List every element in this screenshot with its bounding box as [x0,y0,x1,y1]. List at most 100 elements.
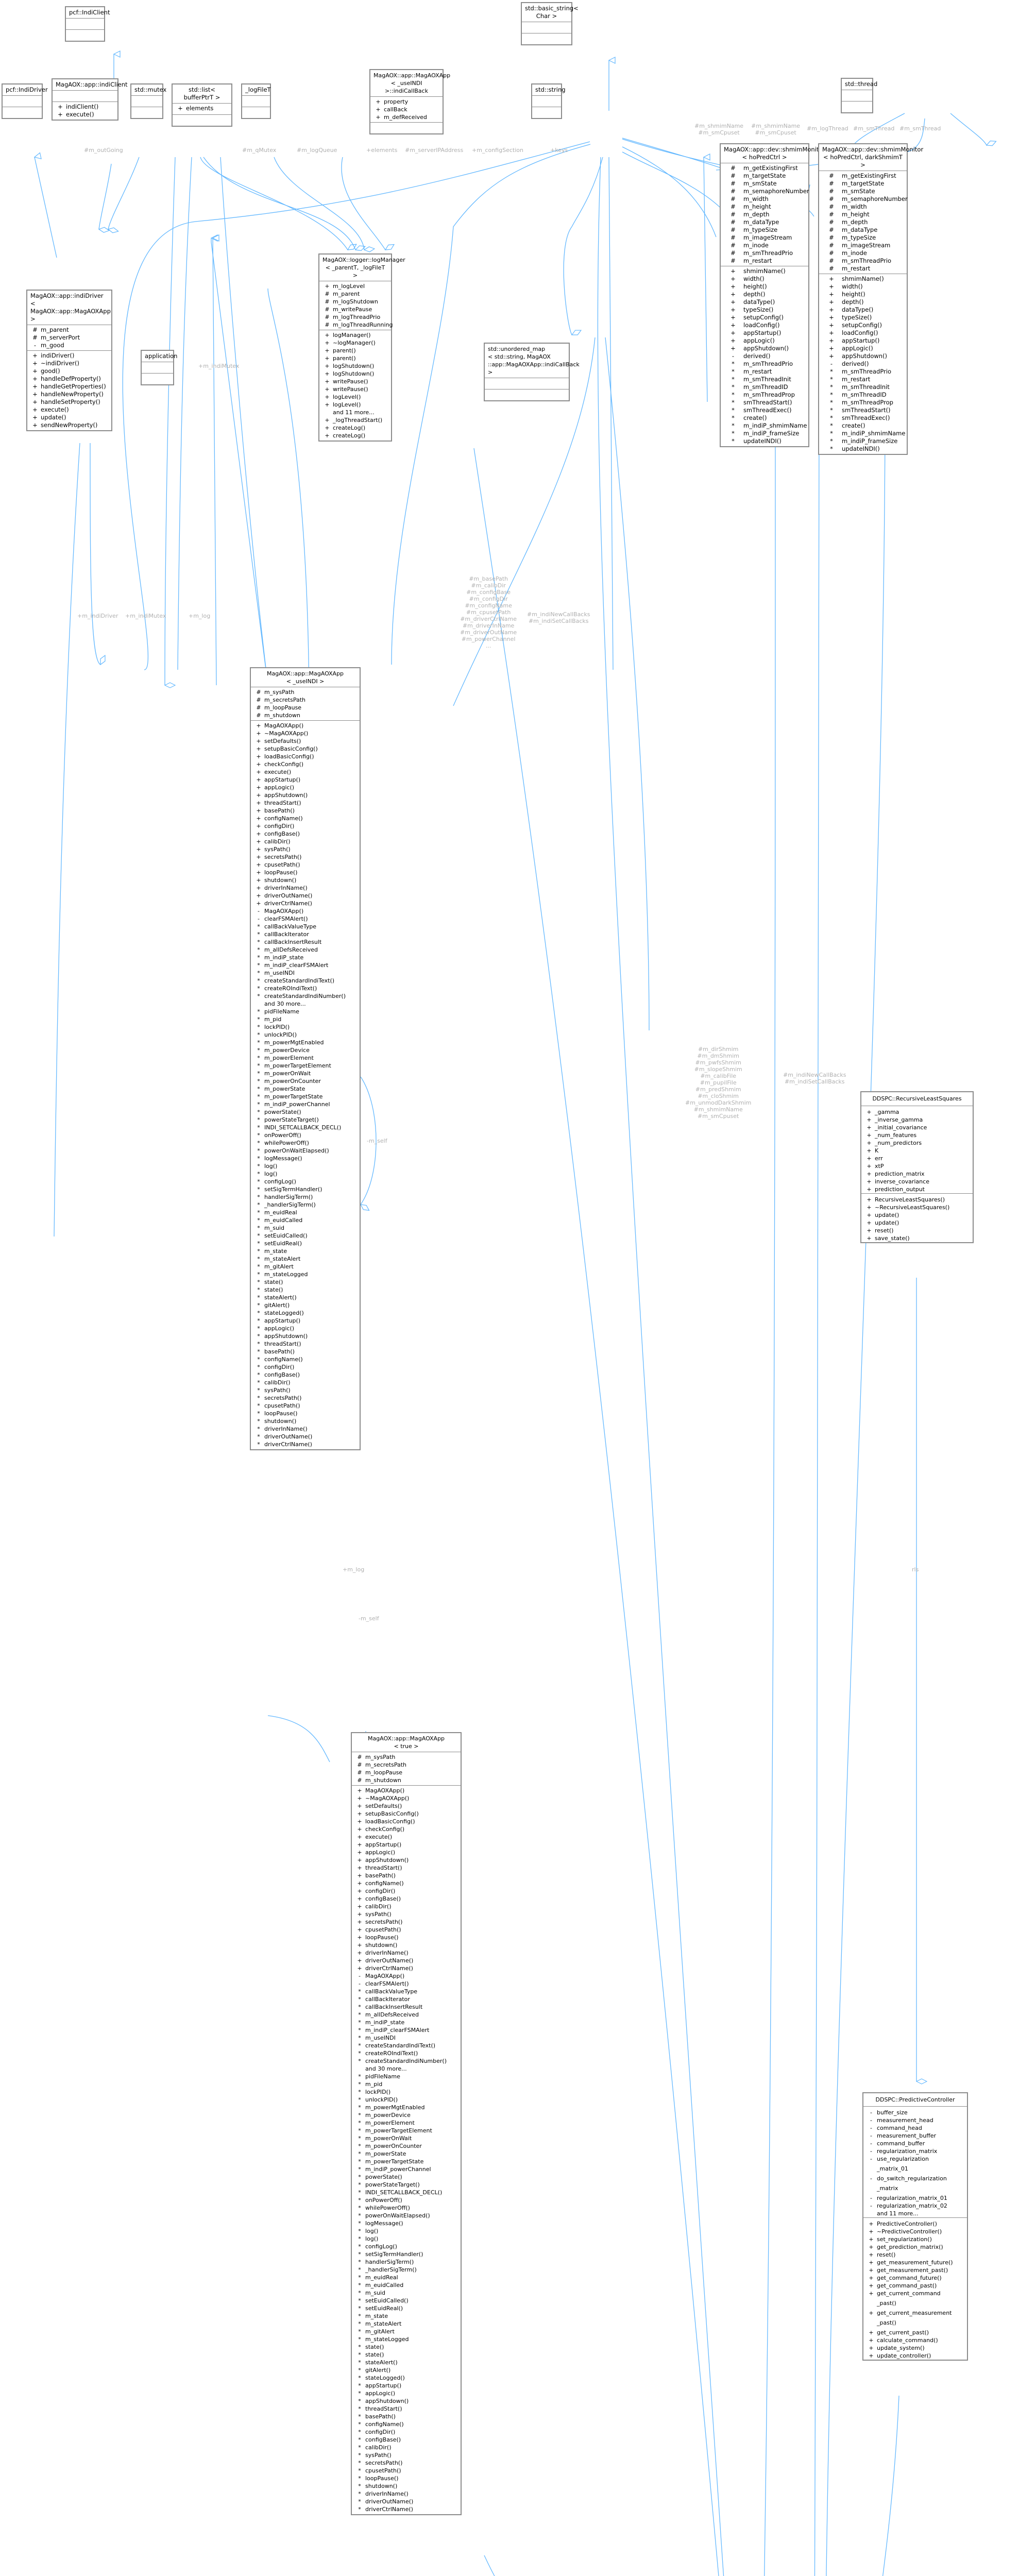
member-name: calibDir() [365,2444,392,2451]
visibility-marker: # [32,326,38,333]
member-name: callBackValueType [365,1988,418,1995]
class-indidriver[interactable]: MagAOX::app::indiDriver < MagAOX::app::M… [26,290,112,431]
member-row: *m_powerOnCounter [352,2142,461,2150]
member-row: *m_stateAlert [352,2320,461,2328]
class-magaoxapp-true[interactable]: MagAOX::app::MagAOXApp < true > #m_sysPa… [351,1732,462,2515]
visibility-marker: * [358,2498,361,2505]
visibility-marker: * [257,1271,260,1278]
member-row: *handlerSigTerm() [251,1193,360,1201]
visibility-marker: * [257,1263,260,1270]
member-row: +_inverse_gamma [861,1115,973,1123]
visibility-marker: - [870,2175,872,2182]
visibility-marker: + [357,1872,362,1879]
member-row: +update_system() [863,2343,967,2351]
class-std-list[interactable]: std::list< bufferPtrT > +elements [172,83,232,127]
visibility-marker: # [829,172,834,179]
member-name: handlerSigTerm() [264,1194,313,1200]
member-row: #m_depth [819,218,907,226]
member-row: *m_euidReal [251,1209,360,1216]
member-name: handleGetProperties() [41,383,106,390]
member-row: *unlockPID() [352,2096,461,2104]
member-row: #m_inode [819,249,907,257]
visibility-marker: * [358,1996,361,2003]
member-row: +appLogic() [251,784,360,791]
member-name: state() [264,1279,283,1285]
visibility-marker: + [869,2282,874,2289]
class-logmanager[interactable]: MagAOX::logger::logManager < _parentT, _… [318,253,405,442]
member-row: *m_powerTargetElement [251,1062,360,1070]
class-std-thread[interactable]: std::thread [841,78,877,113]
visibility-marker: * [732,422,735,429]
visibility-marker: * [830,430,833,437]
member-name: command_head [877,2125,922,2131]
member-row: +update() [27,414,111,421]
class-recursiveleastsquares[interactable]: DDSPC::RecursiveLeastSquares +_gamma+_in… [860,1091,974,1243]
member-row: *m_useINDI [352,2034,461,2042]
visibility-marker: * [358,2305,361,2312]
member-name: m_height [842,211,870,218]
member-row: #m_depth [721,211,808,218]
member-name: createROIndiText() [365,2050,418,2057]
member-row: +configDir() [251,822,360,830]
member-name: m_state [365,2313,388,2319]
member-name: m_stateLogged [264,1271,308,1278]
visibility-marker: + [867,1155,872,1162]
class-predictivecontroller[interactable]: DDSPC::PredictiveController -buffer_size… [862,2092,968,2361]
visibility-marker: + [867,1109,872,1115]
visibility-marker: + [58,103,63,110]
visibility-marker: * [257,962,260,969]
visibility-marker: * [257,1333,260,1340]
member-row: -derived() [721,352,808,360]
visibility-marker: * [257,1364,260,1370]
member-name: basePath() [365,1872,396,1879]
class-pcf-indidriver[interactable]: pcf::IndiDriver [2,83,48,119]
class-application[interactable]: application [141,350,177,385]
visibility-marker: * [358,2081,361,2088]
class-title: MagAOX::app::indiDriver < MagAOX::app::M… [27,291,111,325]
visibility-marker: * [358,2035,361,2041]
member-row: *onPowerOff() [251,1131,360,1139]
class-shmimmonitor-hopredctrl[interactable]: MagAOX::app::dev::shmimMonitor < hoPredC… [720,143,825,447]
member-name: width() [842,283,863,290]
visibility-marker: * [358,2506,361,2513]
visibility-marker: * [257,923,260,930]
member-name: log() [264,1163,278,1170]
member-name: whilePowerOff() [264,1140,309,1146]
member-name: m_powerOnWait [365,2135,412,2142]
visibility-marker: + [867,1219,872,1226]
member-name: m_sysPath [365,1754,396,1760]
class-std-mutex[interactable]: std::mutex [130,83,166,119]
visibility-marker: * [358,2058,361,2064]
member-row: +appLogic() [352,1849,461,1856]
member-row: *pidFileName [352,2073,461,2080]
class-logfilet[interactable]: _logFileT [241,83,271,119]
class-std-string[interactable]: std::string [531,83,566,119]
visibility-marker: * [358,1988,361,1995]
visibility-marker: + [325,425,330,431]
member-row: *loopPause() [352,2475,461,2482]
class-magaox-indiclient[interactable]: MagAOX::app::indiClient +indiClient()+ex… [52,78,128,121]
class-indicallback[interactable]: MagAOX::app::MagAOXApp < _useINDI >::ind… [369,69,450,134]
member-row: #m_restart [721,257,808,265]
visibility-marker: * [830,399,833,406]
member-row: -buffer_size [863,2108,967,2116]
class-magaoxapp-useindi[interactable]: MagAOX::app::MagAOXApp < _useINDI > #m_s… [250,667,361,1450]
member-row: *m_indiP_clearFSMAlert [352,2026,461,2034]
member-name: m_powerTargetState [365,2158,424,2165]
class-std-basic-string[interactable]: std::basic_string< Char > [521,2,579,45]
member-name: _logThreadStart() [333,417,383,423]
member-name: setupBasicConfig() [264,745,318,752]
visibility-marker: * [358,2158,361,2165]
visibility-marker: + [325,340,330,346]
class-unordered-map[interactable]: std::unordered_map < std::string, MagAOX… [484,343,580,401]
class-shmimmonitor-hopredctrl-dark[interactable]: MagAOX::app::dev::shmimMonitor < hoPredC… [818,143,923,455]
visibility-marker: * [257,1124,260,1131]
member-row: +sysPath() [251,845,360,853]
member-row: +set_regularization() [863,2234,967,2243]
member-name: state() [264,1286,283,1293]
member-row: *state() [251,1278,360,1286]
visibility-marker: # [829,265,834,272]
member-row: *appLogic() [251,1325,360,1332]
member-row: *powerState() [352,2173,461,2181]
class-pcf-indiclient[interactable]: pcf::IndiClient [65,6,110,42]
